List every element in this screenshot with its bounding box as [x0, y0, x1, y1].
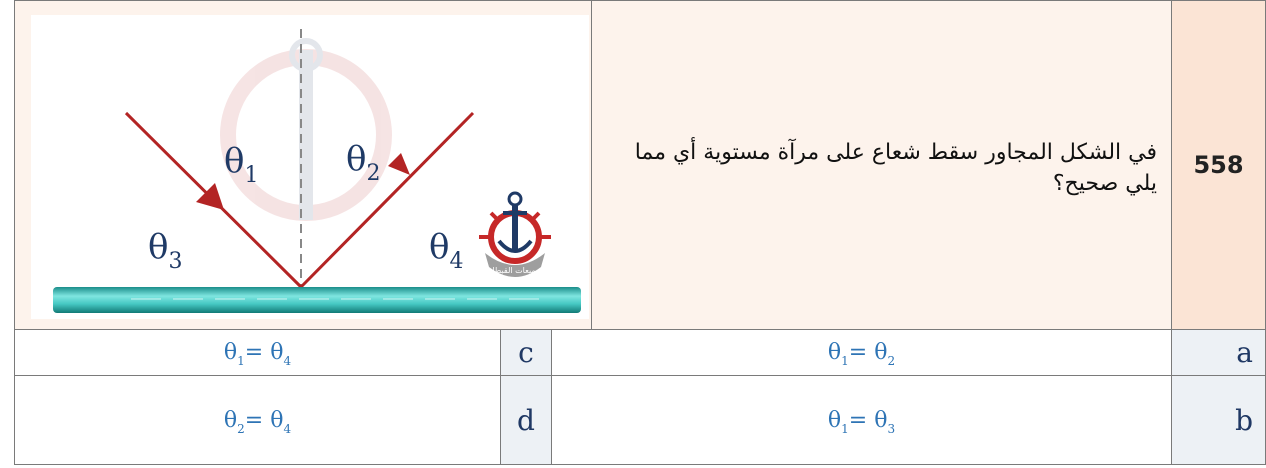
question-number-cell: 558 [1171, 0, 1266, 329]
question-text: في الشكل المجاور سقط شعاع على مرآة مستوي… [634, 140, 1157, 196]
answer-c-text[interactable]: θ1= θ4 [14, 329, 500, 375]
incident-arrowhead [196, 183, 224, 210]
reflection-diagram: θ1 θ2 θ3 θ4 تجميعات القبطان [31, 15, 589, 319]
captain-logo: تجميعات القبطان [479, 191, 551, 277]
theta3-label: θ3 [148, 227, 182, 274]
plane-mirror [53, 287, 581, 313]
theta2-label: θ2 [346, 139, 380, 186]
question-number: 558 [1193, 151, 1244, 179]
svg-text:تجميعات القبطان: تجميعات القبطان [487, 266, 544, 275]
answer-c-letter[interactable]: c [500, 329, 551, 375]
answer-a-letter[interactable]: a [1171, 329, 1266, 375]
answer-b-letter[interactable]: b [1171, 375, 1266, 465]
reflected-ray [299, 111, 475, 289]
answer-a-text[interactable]: θ1= θ2 [551, 329, 1171, 375]
figure-cell: θ1 θ2 θ3 θ4 تجميعات القبطان [14, 0, 591, 329]
theta1-label: θ1 [224, 141, 258, 188]
watermark-logo [220, 38, 392, 221]
answer-d-text[interactable]: θ2= θ4 [14, 375, 500, 465]
answer-d-letter[interactable]: d [500, 375, 551, 465]
question-text-cell: في الشكل المجاور سقط شعاع على مرآة مستوي… [591, 0, 1171, 329]
answer-b-text[interactable]: θ1= θ3 [551, 375, 1171, 465]
theta4-label: θ4 [429, 227, 463, 274]
reflected-arrowhead [388, 153, 410, 175]
